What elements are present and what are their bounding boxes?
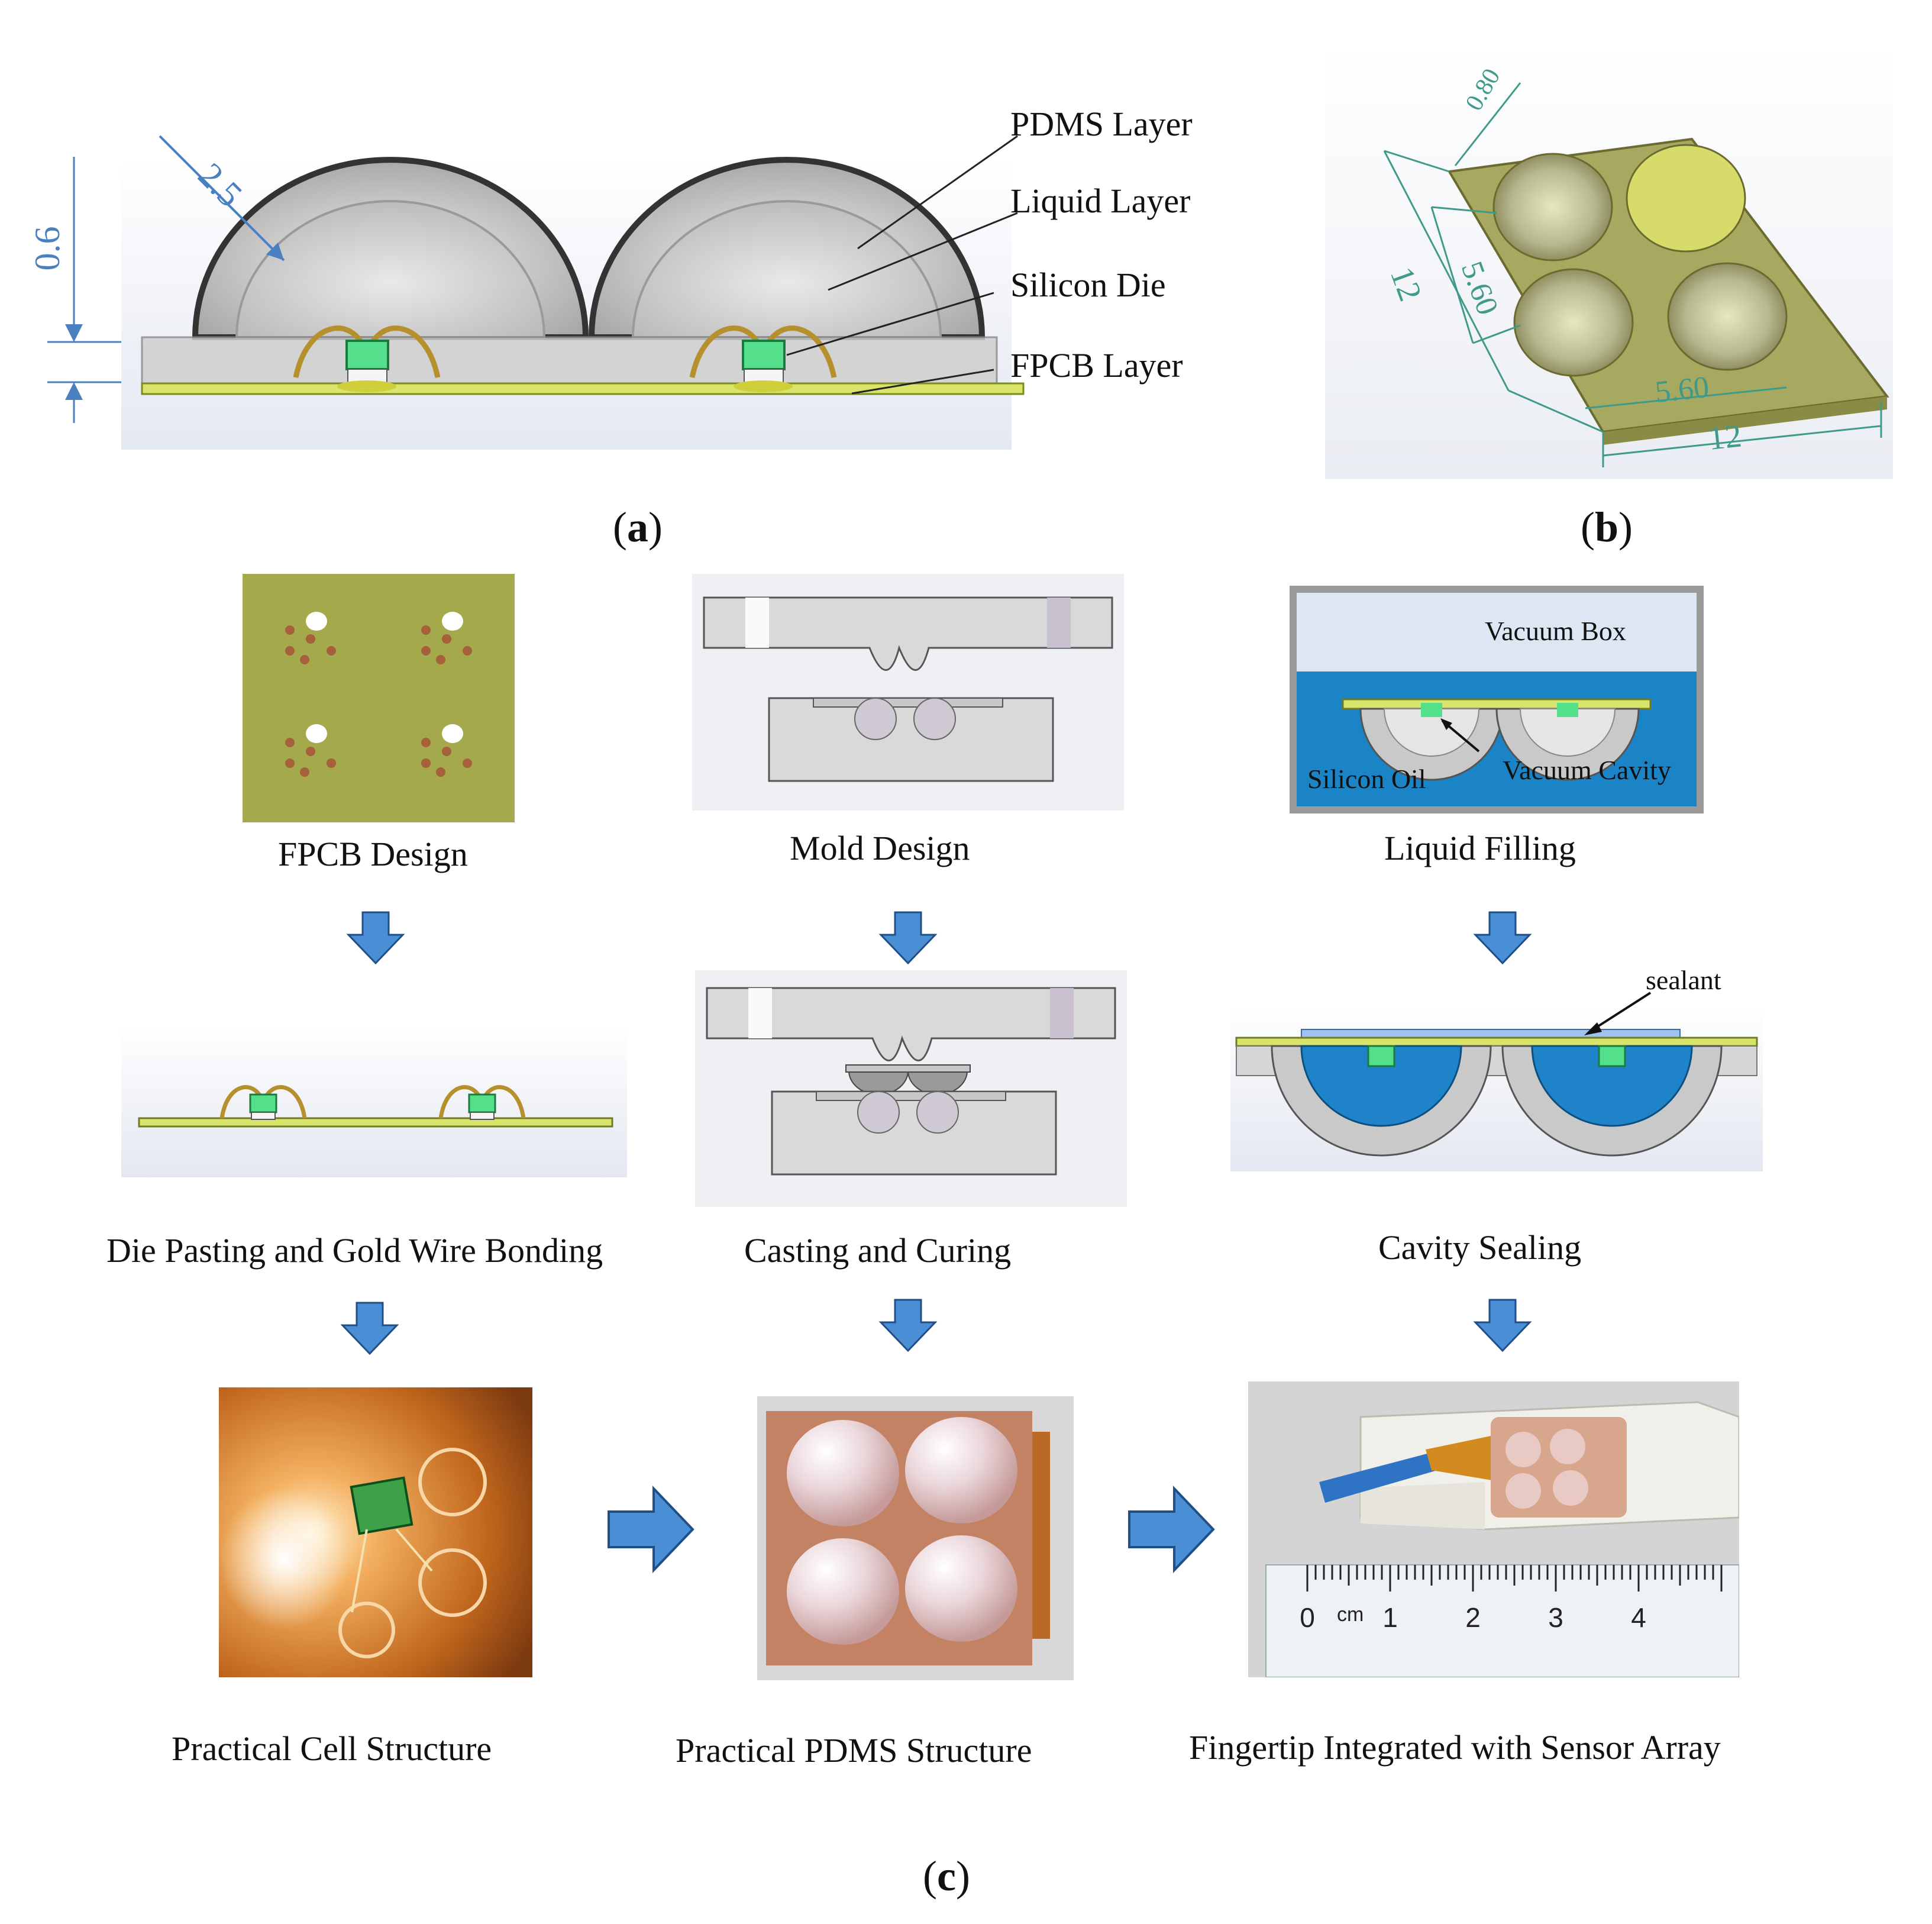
caption-practical-pdms: Practical PDMS Structure <box>676 1731 1032 1770</box>
caption-cavity-sealing: Cavity Sealing <box>1378 1228 1582 1267</box>
caption-practical-cell: Practical Cell Structure <box>172 1729 492 1768</box>
casting-curing-image <box>695 970 1127 1207</box>
practical-cell-photo <box>219 1387 532 1677</box>
caption-fpcb-design: FPCB Design <box>278 835 468 873</box>
arrow-down-icon <box>878 1299 938 1352</box>
radius-dimension-line <box>159 135 285 262</box>
height-dimension-value: 0.6 <box>28 227 67 271</box>
arrow-down-icon <box>1473 1299 1532 1352</box>
fpcb-design-image <box>243 574 515 822</box>
silicon-die-right <box>689 325 837 392</box>
label-pdms-layer: PDMS Layer <box>1010 105 1193 143</box>
ruler-ticks <box>1306 1565 1723 1592</box>
sealant-pointer <box>1579 988 1656 1041</box>
arrow-right-icon <box>606 1485 695 1574</box>
caption-casting-curing: Casting and Curing <box>744 1231 1012 1270</box>
label-silicon-oil: Silicon Oil <box>1307 764 1426 794</box>
arrow-down-icon <box>346 911 405 964</box>
label-sealant: sealant <box>1646 965 1721 995</box>
label-vacuum-cavity: Vacuum Cavity <box>1503 755 1671 785</box>
ruler-tick-label: 2 <box>1465 1602 1481 1633</box>
fpcb-layer <box>141 382 1025 395</box>
panel-a-label: (a) <box>613 503 663 551</box>
label-liquid-layer: Liquid Layer <box>1010 182 1191 220</box>
ruler-tick-label: 0 <box>1300 1602 1315 1633</box>
label-fpcb-layer: FPCB Layer <box>1010 346 1183 385</box>
silicon-die-left <box>293 325 441 392</box>
pdms-dome-left <box>192 157 589 340</box>
panel-b-label: (b) <box>1581 503 1633 551</box>
caption-liquid-filling: Liquid Filling <box>1384 829 1576 867</box>
arrow-right-icon <box>1127 1485 1216 1574</box>
caption-fingertip: Fingertip Integrated with Sensor Array <box>1189 1728 1721 1767</box>
arrow-down-icon <box>1473 911 1532 964</box>
label-vacuum-box: Vacuum Box <box>1485 616 1626 646</box>
pdms-dome-right <box>588 157 986 340</box>
ruler-tick-label: 4 <box>1631 1602 1646 1633</box>
die-pasting-image <box>121 1026 627 1177</box>
arrow-down-icon <box>340 1302 399 1355</box>
size-h-dimension-value: 12 <box>1707 417 1743 457</box>
caption-mold-design: Mold Design <box>790 829 970 867</box>
panel-a-cross-section: 2.5 0.6 <box>24 95 1242 450</box>
panel-c-label: (c) <box>923 1852 970 1900</box>
ruler-tick-label: 1 <box>1382 1602 1398 1633</box>
caption-die-pasting: Die Pasting and Gold Wire Bonding <box>106 1231 603 1270</box>
pitch-h-dimension-value: 5.60 <box>1653 370 1710 409</box>
ruler-unit-label: cm <box>1337 1603 1364 1626</box>
fingertip-photo: 0 cm 1 2 3 4 <box>1248 1381 1739 1677</box>
liquid-filling-image <box>1290 586 1704 813</box>
ruler-tick-label: 3 <box>1548 1602 1563 1633</box>
label-silicon-die: Silicon Die <box>1010 266 1166 304</box>
mold-design-image <box>692 574 1124 811</box>
practical-pdms-photo <box>757 1396 1074 1680</box>
panel-b-3d-array: 0.80 12 5.60 5.60 12 <box>1325 47 1893 479</box>
arrow-down-icon <box>878 911 938 964</box>
cavity-sealing-image <box>1230 1006 1763 1171</box>
